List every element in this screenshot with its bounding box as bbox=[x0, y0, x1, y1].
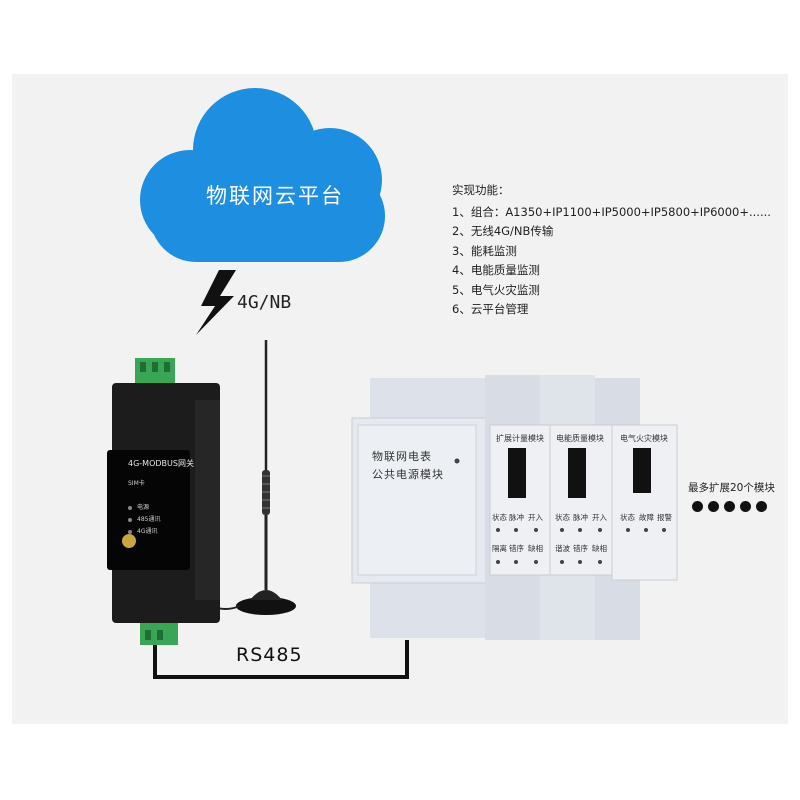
module-1-label: 开入 bbox=[528, 513, 543, 522]
features-list: 实现功能： 1、组合：A1350+IP1100+IP5000+IP5800+IP… bbox=[452, 181, 771, 320]
module-2-label: 缺相 bbox=[592, 544, 607, 553]
power-module-line1: 物联网电表 bbox=[372, 450, 432, 463]
dot-icon bbox=[724, 501, 735, 512]
dot-icon bbox=[756, 501, 767, 512]
module-1-title: 扩展计量模块 bbox=[496, 434, 544, 443]
lightning-icon bbox=[196, 270, 236, 335]
module-3-label: 故障 bbox=[639, 513, 654, 522]
module-2-label: 状态 bbox=[555, 513, 570, 522]
features-title: 实现功能： bbox=[452, 183, 510, 197]
dot-icon bbox=[708, 501, 719, 512]
feature-item: 1、组合：A1350+IP1100+IP5000+IP5800+IP6000+.… bbox=[452, 204, 771, 219]
led-label: 电源 bbox=[137, 504, 150, 511]
power-module bbox=[351, 378, 488, 638]
feature-item: 5、电气火灾监测 bbox=[452, 282, 540, 297]
feature-item: 4、电能质量监测 bbox=[452, 263, 540, 277]
dot-icon bbox=[740, 501, 751, 512]
led-label: 4G通讯 bbox=[137, 528, 158, 535]
rs485-bus-line bbox=[153, 640, 409, 679]
rs485-label: RS485 bbox=[236, 644, 303, 666]
expand-label: 最多扩展20个模块 bbox=[688, 482, 775, 494]
power-module-line2: 公共电源模块 bbox=[372, 468, 444, 481]
feature-item: 2、无线4G/NB传输 bbox=[452, 224, 554, 238]
module-2-label: 谐波 bbox=[555, 544, 570, 553]
module-3-title: 电气火灾模块 bbox=[620, 434, 668, 443]
module-3-label: 状态 bbox=[620, 513, 635, 522]
led-label: 485通讯 bbox=[137, 516, 161, 523]
feature-item: 6、云平台管理 bbox=[452, 302, 529, 316]
gateway-device bbox=[107, 358, 220, 645]
gateway-led-power: 电源 bbox=[128, 502, 149, 511]
ellipsis-dots-icon bbox=[692, 497, 772, 516]
gateway-led-4g: 4G通讯 bbox=[128, 526, 157, 535]
module-1-label: 缺相 bbox=[528, 544, 543, 553]
led-icon bbox=[128, 517, 132, 522]
module-1-label: 状态 bbox=[492, 513, 507, 522]
expansion-modules bbox=[485, 375, 678, 640]
network-label: 4G/NB bbox=[237, 292, 292, 313]
dot-icon bbox=[692, 501, 703, 512]
cloud-title: 物联网云平台 bbox=[206, 184, 344, 208]
led-icon bbox=[128, 505, 132, 510]
gateway-title: 4G-MODBUS网关 bbox=[128, 459, 194, 468]
module-2-title: 电能质量模块 bbox=[556, 434, 604, 443]
module-2-label: 开入 bbox=[592, 513, 607, 522]
module-1-label: 错序 bbox=[509, 544, 524, 553]
cloud-icon bbox=[140, 88, 385, 262]
feature-item: 3、能耗监测 bbox=[452, 243, 517, 258]
gateway-led-485: 485通讯 bbox=[128, 514, 160, 523]
led-icon bbox=[128, 529, 132, 534]
gateway-sim-label: SIM卡 bbox=[128, 480, 145, 487]
module-1-label: 脉冲 bbox=[509, 513, 524, 522]
module-3-label: 报警 bbox=[657, 513, 672, 522]
module-2-label: 脉冲 bbox=[573, 513, 588, 522]
antenna-icon bbox=[211, 340, 296, 615]
module-2-label: 错序 bbox=[573, 544, 588, 553]
module-1-label: 隔离 bbox=[492, 544, 507, 553]
